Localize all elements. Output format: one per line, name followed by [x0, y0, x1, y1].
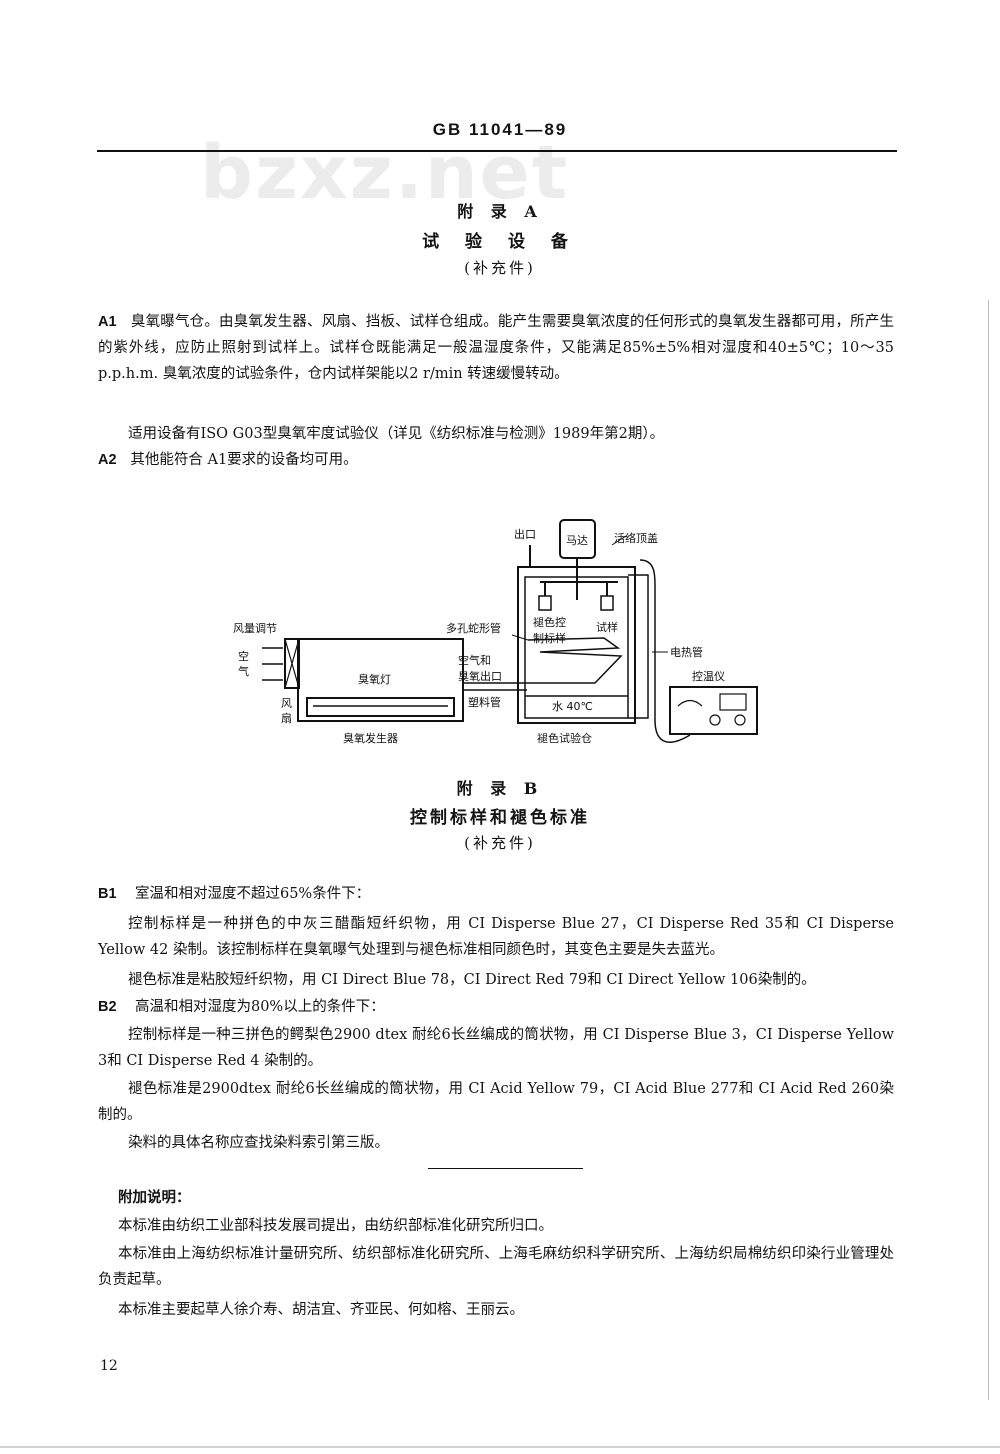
thermostat-box [669, 686, 758, 735]
label-air-ozone-outlet: 空气和 [458, 653, 491, 667]
page-edge-line [988, 300, 990, 1400]
clause-a1-text: 臭氧曝气仓。由臭氧发生器、风扇、挡板、试样仓组成。能产生需要臭氧浓度的任何形式的… [98, 314, 895, 382]
label-heater: 电热管 [670, 645, 703, 659]
label-ozone-lamp: 臭氧灯 [358, 672, 391, 686]
clause-b1-text: 室温和相对湿度不超过65%条件下： [134, 886, 371, 902]
label-lid: 活络顶盖 [614, 531, 658, 545]
label-air-ozone-outlet-2: 臭氧出口 [458, 669, 502, 683]
clause-b2: B2 高温和相对湿度为80%以上的条件下： [98, 994, 894, 1020]
label-ozone-generator: 臭氧发生器 [343, 731, 398, 745]
clause-a2-text: 其他能符合 A1要求的设备均可用。 [130, 452, 358, 468]
clause-b1-fading-standard: 褪色标准是粘胶短纤织物，用 CI Direct Blue 78，CI Direc… [128, 972, 816, 988]
clause-b2-control-sample: 控制标样是一种三拼色的鳄梨色2900 dtex 耐纶6长丝编成的筒状物，用 CI… [98, 1027, 894, 1069]
additional-note-1: 本标准由纺织工业部科技发展司提出，由纺织部标准化研究所归口。 [118, 1218, 553, 1234]
label-outlet: 出口 [514, 527, 536, 541]
label-sample: 试样 [596, 620, 618, 634]
label-control-sample-2: 制标样 [533, 631, 566, 645]
label-coil-tube: 多孔蛇形管 [446, 621, 501, 635]
label-motor: 马达 [566, 534, 588, 547]
label-airflow: 风量调节 [233, 622, 277, 635]
page-number: 12 [100, 1358, 118, 1374]
clause-b2-label: B2 [98, 999, 117, 1015]
clause-a2: A2 其他能符合 A1要求的设备均可用。 [98, 447, 894, 473]
label-air: 空 [238, 649, 249, 663]
clause-a1-label: A1 [98, 314, 117, 330]
header-rule [97, 150, 897, 152]
clause-b1: B1 室温和相对湿度不超过65%条件下： [98, 881, 894, 907]
label-water: 水 40℃ [552, 700, 593, 713]
additional-notes-title: 附加说明： [118, 1189, 191, 1206]
label-air-2: 气 [238, 664, 249, 678]
appendix-a-note: (补充件) [464, 259, 536, 277]
section-divider [428, 1168, 583, 1169]
fan-box [284, 638, 300, 689]
scan-edge [0, 1446, 1000, 1448]
additional-note-3: 本标准主要起草人徐介寿、胡洁宜、齐亚民、何如榕、王丽云。 [118, 1302, 524, 1318]
clause-a1: A1 臭氧曝气仓。由臭氧发生器、风扇、挡板、试样仓组成。能产生需要臭氧浓度的任何… [98, 309, 894, 387]
appendix-b-title: 附 录 B [456, 779, 544, 798]
label-plastic-tube: 塑料管 [468, 695, 501, 709]
clause-b2-fading-standard: 褪色标准是2900dtex 耐纶6长丝编成的筒状物，用 CI Acid Yell… [98, 1081, 894, 1123]
label-chamber: 褪色试验仓 [537, 731, 592, 745]
clause-a1-equipment: 适用设备有ISO G03型臭氧牢度试验仪（详见《纺织标准与检测》1989年第2期… [128, 426, 665, 442]
label-control-sample: 褪色控 [533, 615, 566, 629]
clause-b1-label: B1 [98, 886, 117, 902]
clause-b1-control-sample: 控制标样是一种拼色的中灰三醋酯短纤织物，用 CI Disperse Blue 2… [98, 916, 894, 958]
standard-code: GB 11041—89 [432, 120, 568, 139]
clause-b2-text: 高温和相对湿度为80%以上的条件下： [134, 999, 385, 1015]
additional-note-2: 本标准由上海纺织标准计量研究所、纺织部标准化研究所、上海毛麻纺织科学研究所、上海… [98, 1246, 894, 1288]
appendix-a-subtitle: 试 验 设 备 [422, 232, 578, 252]
watermark: bzxz.net [200, 130, 570, 216]
clause-b2-dye-index: 染料的具体名称应查找染料索引第三版。 [128, 1135, 389, 1151]
label-thermostat: 控温仪 [692, 669, 725, 683]
label-fan-2: 扇 [281, 711, 292, 725]
ozone-lamp-tray [306, 697, 455, 717]
appendix-a-title: 附 录 A [457, 202, 543, 221]
appendix-b-note: (补充件) [464, 834, 536, 852]
appendix-b-subtitle: 控制标样和褪色标准 [410, 808, 590, 828]
clause-a2-label: A2 [98, 452, 117, 468]
label-fan: 风 [281, 697, 292, 710]
